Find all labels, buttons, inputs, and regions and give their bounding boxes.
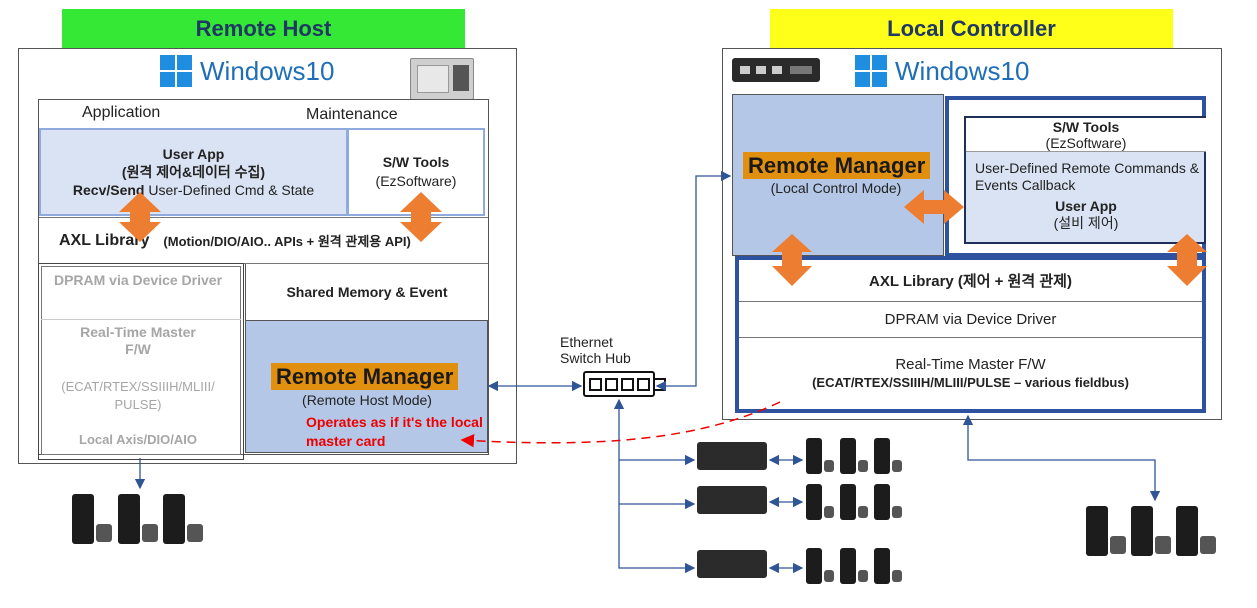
edge-controller-icon [697,442,767,470]
remote-sw-tools-subtitle: (EzSoftware) [375,173,457,189]
servo-motor-icon [187,524,203,542]
remote-user-app-title: User App [162,146,225,162]
remote-fieldbus: (ECAT/RTEX/SSIIIH/MLIII/ PULSE) [61,379,215,412]
servo-drive-icon [163,494,185,544]
gray-divider [41,319,241,320]
servo-motor-icon [96,524,112,542]
local-realtime-fw: Real-Time Master F/W [895,356,1046,373]
windows-icon [160,55,192,87]
arrow-userapp-axl [119,192,161,242]
servo-motor-icon [1110,536,1126,554]
remote-manager-host-mode: (Remote Host Mode) [302,392,432,408]
local-sw-tools: S/W Tools (EzSoftware) [966,118,1206,152]
arrow-userapp-axl-local [1167,234,1207,286]
switch-hub-line2: Switch Hub [560,350,631,366]
local-axl-library: AXL Library (제어 + 원격 관제) [739,260,1202,302]
local-user-app: User App (설비 제어) [966,198,1206,232]
os-label: Windows [895,55,1001,86]
red-dashed-curve [460,401,781,448]
servo-drive-icon [1131,506,1153,556]
local-controller-header: Local Controller [770,9,1173,49]
os-version: 10 [1000,55,1030,86]
local-master-card-stack [38,263,244,460]
windows-icon [855,55,887,87]
local-callback-text: User-Defined Remote Commands & Events Ca… [975,160,1200,193]
servo-motor-icon [142,524,158,542]
os-label: Windows [200,55,306,86]
application-label: Application [82,104,161,121]
remote-host-header: Remote Host [62,9,465,49]
arrow-rm-userapp-local [904,190,964,224]
servo-drive-icon [72,494,94,544]
local-fieldbus: (ECAT/RTEX/SSIIIH/MLIII/PULSE – various … [812,375,1129,390]
remote-local-axis: Local Axis/DIO/AIO [79,432,197,447]
local-sw-tools-title: S/W Tools [1052,118,1120,135]
servo-motor-icon [1200,536,1216,554]
arrow-rm-axl-local [772,234,812,286]
remote-realtime-fw: Real-Time Master F/W [80,324,196,357]
remote-sw-tools-title: S/W Tools [382,154,450,170]
remote-axl-title: AXL Library [59,231,150,249]
edge-controller-icon [697,550,767,578]
remote-manager-host-title: Remote Manager [271,363,459,390]
os-version: 10 [305,55,335,86]
remote-user-app-desc: Recv/Send User-Defined Cmd & State [72,182,315,198]
servo-drive-icon [1086,506,1108,556]
local-lower-stack [735,256,1206,413]
remote-axl-library: AXL Library (Motion/DIO/AIO.. APIs + 원격 … [39,217,488,264]
remote-user-app-subtitle: (원격 제어&데이터 수집) [121,164,266,180]
servo-drive-icon [118,494,140,544]
remote-manager-local-title: Remote Manager [743,152,931,179]
edge-controller-icon [697,486,767,514]
industrial-pc-icon [410,58,474,100]
local-user-app-title: User App [1055,198,1117,214]
mini-pc-icon [732,58,820,82]
local-dpram: DPRAM via Device Driver [739,302,1202,338]
switch-hub-line1: Ethernet [560,334,613,350]
maintenance-label: Maintenance [306,106,398,123]
orange-double-arrows [119,190,1207,286]
remote-axl-apis: (Motion/DIO/AIO.. APIs + 원격 관제용 API) [163,234,411,249]
local-sw-tools-subtitle: (EzSoftware) [1045,134,1127,151]
operates-note: Operates as if it's the local master car… [306,414,483,449]
servo-drive-icon [1176,506,1198,556]
remote-user-app-box: User App (원격 제어&데이터 수집) Recv/Send User-D… [39,128,348,216]
local-user-app-subtitle: (설비 제어) [1053,215,1119,231]
remote-host-frame [18,48,517,464]
switch-hub-icon [583,371,666,397]
remote-manager-local-mode: (Local Control Mode) [770,180,902,196]
servo-motor-icon [1155,536,1171,554]
remote-dpram: DPRAM via Device Driver [53,272,223,288]
arrow-swtools-axl [400,192,442,242]
switch-hub-label: Ethernet Switch Hub [560,334,631,366]
